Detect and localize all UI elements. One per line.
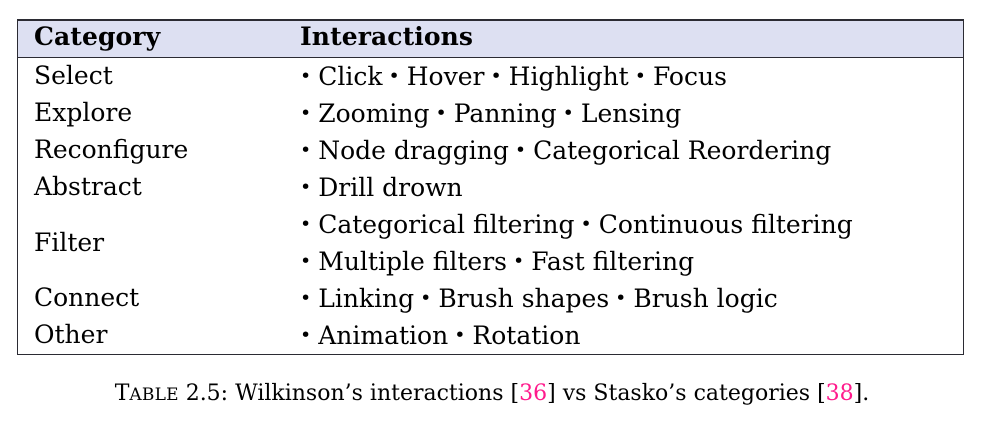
category-cell: Other xyxy=(34,320,108,349)
interaction-item: Click xyxy=(318,61,383,91)
bullet-icon: • xyxy=(300,64,312,87)
interactions-cell: • Drill drown xyxy=(286,169,963,206)
bullet-icon: • xyxy=(580,212,592,235)
bullet-icon: • xyxy=(420,286,432,309)
table-row: Filter•Categorical filtering•Continuous … xyxy=(18,206,963,280)
category-cell: Select xyxy=(34,61,113,90)
interactions-table: Category Interactions Select•Click•Hover… xyxy=(17,19,964,355)
interactions-cell: •Click•Hover•Highlight•Focus xyxy=(286,57,963,95)
interaction-line: • Drill drown xyxy=(300,169,963,206)
table-row: Select•Click•Hover•Highlight•Focus xyxy=(18,57,963,95)
bullet-icon: • xyxy=(300,101,312,124)
interactions-cell: •Zooming•Panning•Lensing xyxy=(286,95,963,132)
interaction-item: Linking xyxy=(318,283,415,313)
interaction-item: Brush shapes xyxy=(438,283,610,313)
bullet-icon: • xyxy=(513,249,525,272)
bullet-icon: • xyxy=(490,64,502,87)
interaction-item: Drill drown xyxy=(318,172,463,202)
citation-36-open: [ xyxy=(510,381,520,406)
bullet-icon: • xyxy=(300,138,312,161)
bullet-icon: • xyxy=(562,101,574,124)
interaction-item: Animation xyxy=(318,320,449,350)
interaction-item: Fast filtering xyxy=(531,246,695,276)
bullet-icon: • xyxy=(388,64,400,87)
interaction-item: Categorical filtering xyxy=(318,209,575,239)
interaction-line: •Categorical filtering•Continuous filter… xyxy=(300,206,963,243)
category-cell: Connect xyxy=(34,283,140,312)
interaction-item: Categorical Reordering xyxy=(533,135,832,165)
citation-38-open: [ xyxy=(817,381,826,406)
caption-text-end: . xyxy=(862,381,870,406)
caption-number: 2.5: xyxy=(178,381,236,406)
table-row: Connect•Linking•Brush shapes•Brush logic xyxy=(18,280,963,317)
interactions-cell: •Categorical filtering•Continuous filter… xyxy=(286,206,963,280)
interaction-line: •Node dragging•Categorical Reordering xyxy=(300,132,963,169)
table-caption: TABLE 2.5: Wilkinson’s interactions [36]… xyxy=(0,380,984,408)
interaction-item: Node dragging xyxy=(318,135,509,165)
bullet-icon: • xyxy=(300,175,312,198)
category-cell: Reconfigure xyxy=(34,135,189,164)
bullet-icon: • xyxy=(300,286,312,309)
bullet-icon: • xyxy=(300,323,312,346)
caption-text-part1: Wilkinson’s interactions xyxy=(235,381,511,406)
interaction-item: Hover xyxy=(406,61,485,91)
interaction-line: • Multiple filters • Fast filtering xyxy=(300,243,963,280)
interaction-item: Focus xyxy=(652,61,727,91)
citation-38[interactable]: 38 xyxy=(825,381,854,406)
caption-label-lead: T xyxy=(114,381,130,406)
bullet-icon: • xyxy=(514,138,527,161)
interactions-cell: •Animation•Rotation xyxy=(286,317,963,354)
table-row: Reconfigure•Node dragging•Categorical Re… xyxy=(18,132,963,169)
category-cell: Abstract xyxy=(34,172,142,201)
interaction-line: •Linking•Brush shapes•Brush logic xyxy=(300,280,963,317)
bullet-icon: • xyxy=(435,101,447,124)
interaction-item: Rotation xyxy=(472,320,581,350)
table-row: Explore•Zooming•Panning•Lensing xyxy=(18,95,963,132)
table-row: Abstract • Drill drown xyxy=(18,169,963,206)
bullet-icon: • xyxy=(300,249,312,272)
bullet-icon: • xyxy=(634,64,646,87)
citation-36[interactable]: 36 xyxy=(519,381,548,406)
column-header-interactions: Interactions xyxy=(286,21,963,58)
interaction-item: Multiple filters xyxy=(318,246,507,276)
header-row: Category Interactions xyxy=(18,21,963,58)
table-row: Other•Animation•Rotation xyxy=(18,317,963,354)
table-element: Category Interactions Select•Click•Hover… xyxy=(18,21,963,354)
interaction-item: Continuous filtering xyxy=(598,209,853,239)
interaction-line: •Zooming•Panning•Lensing xyxy=(300,95,963,132)
bullet-icon: • xyxy=(300,212,312,235)
citation-36-close: ] xyxy=(547,381,556,406)
caption-label-rest: ABLE xyxy=(129,385,179,405)
bullet-icon: • xyxy=(454,323,466,346)
interactions-cell: •Linking•Brush shapes•Brush logic xyxy=(286,280,963,317)
interaction-line: •Click•Hover•Highlight•Focus xyxy=(300,58,963,95)
citation-38-close: ] xyxy=(853,381,863,406)
interaction-item: Brush logic xyxy=(633,283,778,313)
interactions-cell: •Node dragging•Categorical Reordering xyxy=(286,132,963,169)
interaction-item: Zooming xyxy=(318,98,430,128)
interaction-item: Lensing xyxy=(580,98,682,128)
interaction-item: Highlight xyxy=(508,61,629,91)
interaction-line: •Animation•Rotation xyxy=(300,317,963,354)
category-cell: Filter xyxy=(34,227,105,257)
interaction-item: Panning xyxy=(453,98,557,128)
caption-text-part2: vs Stasko’s categories xyxy=(555,381,818,406)
table-header: Category Interactions xyxy=(18,21,963,58)
column-header-category: Category xyxy=(18,21,286,58)
bullet-icon: • xyxy=(615,286,627,309)
category-cell: Explore xyxy=(34,98,133,127)
